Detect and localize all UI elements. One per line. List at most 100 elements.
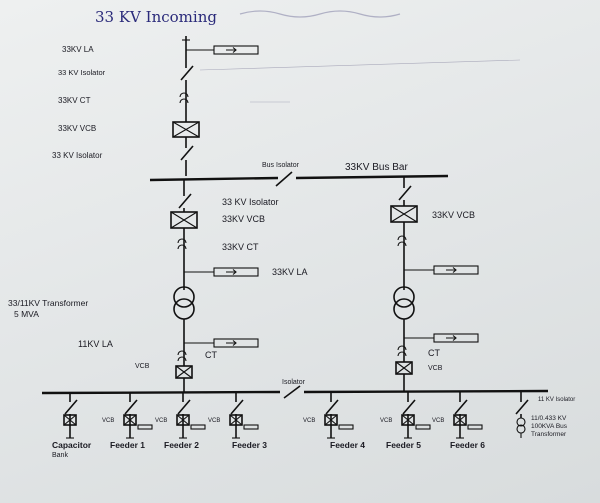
feeder-vcb-cross-icon [229,414,243,426]
transformer-left-primary-icon [173,286,195,308]
feeder-isolator-switch-icon [454,399,468,415]
feeder-ct-block [190,424,206,430]
vcb-11-left-cross-icon [175,365,193,379]
label-11kv-isolator-right: 11 KV Isolator [538,397,575,403]
vcb-left-cross-icon [170,211,198,229]
label-aux-rating: 100KVA Bus [531,423,568,430]
label-ct-left: CT [205,350,217,360]
label-11kv-la: 11KV LA [78,339,113,349]
ct-right-icon [397,235,407,247]
ct-top-icon [179,92,189,104]
la-right-arrow-icon [446,267,457,273]
feeder-sublabel: Bank [52,452,68,459]
feeder-ct-block [467,424,483,430]
bus-isolator-switch-icon [275,171,293,187]
label-33kv-vcb-top: 33KV VCB [58,124,96,133]
feeder-isolator-switch-icon [177,399,191,415]
transformer-left-secondary-icon [173,298,195,320]
bus-bar-11kv-left [41,390,281,395]
label-vcb-left: VCB [135,363,150,370]
feeder-isolator-switch-icon [64,399,78,415]
feeder-label: Feeder 2 [164,440,199,450]
feeder-isolator-switch-icon [124,399,138,415]
isolator-left-switch-icon [178,193,192,209]
la-left-arrow-icon [226,269,237,275]
feeder-isolator-switch-icon [325,399,339,415]
bus-bar-33kv-right [295,174,449,180]
feeder-vcb-breaker [453,414,467,426]
label-bus-isolator: Bus Isolator [262,162,300,169]
feeder-ct-block [338,424,354,430]
bus-bar-11kv-right [303,389,549,394]
la-11-right-arrow-icon [446,335,457,341]
feeder-isolator-switch-icon [230,399,244,415]
feeder-vcb-breaker [229,414,243,426]
bus-bar-33kv-left [149,176,279,182]
feeder-vcb-tag: VCB [380,418,392,424]
la-left-arrester [213,267,259,277]
feeder-vcb-cross-icon [176,414,190,426]
feeder-vcb-tag: VCB [208,418,220,424]
bus-isolator-11kv-switch-icon [283,385,301,399]
label-transformer-rating: 5 MVA [14,309,39,319]
la-top-arrester [213,45,259,55]
label-33kv-la-left: 33KV LA [272,267,308,277]
feeder-vcb-breaker [176,414,190,426]
feeder-ct-block [415,424,431,430]
aux-transformer-primary-icon [516,417,526,427]
capacitor-vcb-cross-icon [63,414,77,426]
feeder-vcb-cross-icon [401,414,415,426]
feeder-label: Feeder 6 [450,440,485,450]
feeder-isolator-switch-icon [402,399,416,415]
label-33kv-vcb-right: 33KV VCB [432,210,475,220]
label-33kv-la-top: 33KV LA [62,45,94,54]
ct-left-icon [177,238,187,250]
transformer-right-primary-icon [393,286,415,308]
feeder-vcb-tag: VCB [432,418,444,424]
label-33kv-isolator-top: 33 KV Isolator [58,68,106,77]
label-33kv-ct-top: 33KV CT [58,96,91,105]
isolator-top-switch-icon [180,65,194,81]
label-transformer: 33/11KV Transformer [8,298,88,308]
transformer-right-secondary-icon [393,298,415,320]
feeder-label: Feeder 1 [110,440,145,450]
label-33kv-isolator-mid: 33 KV Isolator [52,151,103,160]
feeder-label: Feeder 5 [386,440,421,450]
feeder-vcb-tag: VCB [155,418,167,424]
feeder-vcb-tag: VCB [303,418,315,424]
la-right-arrester [433,265,479,275]
label-33kv-vcb-left: 33KV VCB [222,214,265,224]
label-33kv-isolator-left: 33 KV Isolator [222,197,279,207]
label-vcb-right: VCB [428,365,443,372]
feeder-label: Feeder 4 [330,440,365,450]
label-ct-right: CT [428,348,440,358]
ct-11-left-icon [177,350,187,362]
feeder-vcb-breaker [123,414,137,426]
faint-guide-line [199,59,521,71]
feeder-vcb-tag: VCB [102,418,114,424]
la-top-arrow-icon [226,47,237,53]
diagram-title: 33 KV Incoming [95,8,217,26]
capacitor-vcb-breaker [63,414,77,426]
label-aux-transformer: 11/0.433 KV [531,415,567,422]
aux-isolator-switch-icon [515,399,529,415]
isolator-mid-switch-icon [180,145,194,161]
feeder-vcb-cross-icon [123,414,137,426]
feeder-label: Feeder 3 [232,440,267,450]
vcb-right-cross-icon [390,205,418,223]
label-aux-name: Transformer [531,431,567,438]
feeder-vcb-breaker [401,414,415,426]
feeder-ct-block [243,424,259,430]
la-11-arrow-icon [226,340,237,346]
vcb-top-cross-icon [172,121,200,138]
feeder-ct-block [137,424,153,430]
la-11-arrester [213,338,259,348]
scribble-annotation [239,10,401,18]
la-11-right-arrester [433,333,479,343]
isolator-right-switch-icon [398,185,412,201]
label-isolator-11kv-bus: Isolator [282,379,306,386]
feeder-vcb-breaker [324,414,338,426]
ct-11-right-icon [397,345,407,357]
